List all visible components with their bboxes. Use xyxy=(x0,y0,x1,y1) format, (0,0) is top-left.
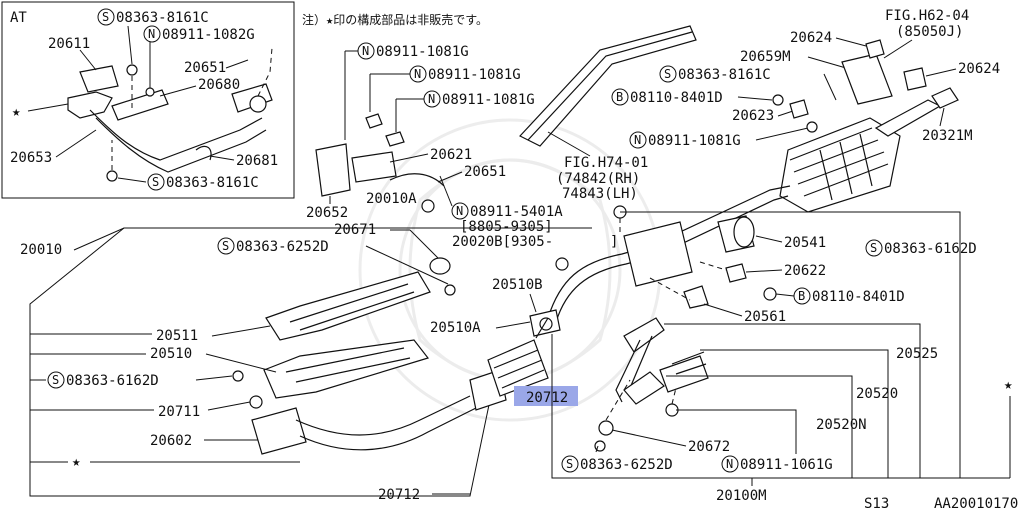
s-symbol: S xyxy=(664,67,671,81)
n-symbol: N xyxy=(456,204,463,218)
label-20659m: 20659M xyxy=(740,49,791,65)
fig-ref-h74-rh: (74842(RH) xyxy=(556,171,640,187)
non-sale-note: 注）★印の構成部品は非販売です。 xyxy=(302,12,488,27)
n-symbol: N xyxy=(148,27,155,41)
underfloor-cover: FIG.H74-01 (74842(RH) 74843(LH) xyxy=(519,25,697,202)
label-20602: 20602 xyxy=(150,433,192,449)
label-n1082g: 08911-1082G xyxy=(162,27,255,43)
label-20651-inset: 20651 xyxy=(184,60,226,76)
main-muffler: 20321M xyxy=(779,87,973,213)
b-symbol: B xyxy=(616,90,623,104)
label-b8401d-a: 08110-8401D xyxy=(630,90,723,106)
n-symbol: N xyxy=(414,67,421,81)
label-20672: 20672 xyxy=(688,439,730,455)
label-20622: 20622 xyxy=(784,263,826,279)
label-n1081g-d: 08911-1081G xyxy=(648,133,741,149)
label-20321m: 20321M xyxy=(922,128,973,144)
s-symbol: S xyxy=(566,457,573,471)
front-pipe-catalyst xyxy=(251,309,561,455)
label-20712-highlighted: 20712 xyxy=(526,390,568,406)
star-mark-left: ★ xyxy=(72,454,81,470)
label-20621: 20621 xyxy=(430,147,472,163)
label-20510a: 20510A xyxy=(430,320,481,336)
label-n1061g: 08911-1061G xyxy=(740,457,833,473)
label-20624-a: 20624 xyxy=(790,30,832,46)
label-20511: 20511 xyxy=(156,328,198,344)
s-symbol: S xyxy=(102,10,109,24)
n-symbol: N xyxy=(428,92,435,106)
label-20020b: 20020B[9305- xyxy=(452,234,553,250)
n-symbol: N xyxy=(634,133,641,147)
b-symbol: B xyxy=(798,289,805,303)
label-20510b: 20510B xyxy=(492,277,543,293)
mount-cluster: N 08911-1081G N 08911-1081G N 08911-1081… xyxy=(306,42,618,250)
s-symbol: S xyxy=(52,373,59,387)
label-20541: 20541 xyxy=(784,235,826,251)
diagram-code: AA20010170 xyxy=(934,496,1018,510)
label-20520n: 20520N xyxy=(816,417,867,433)
label-20681: 20681 xyxy=(236,153,278,169)
fig-ref-h62: FIG.H62-04 xyxy=(885,8,969,24)
label-20561: 20561 xyxy=(744,309,786,325)
label-s8161c-inset-top: 08363-8161C xyxy=(116,10,209,26)
s-symbol: S xyxy=(870,241,877,255)
star-mark-inset: ★ xyxy=(12,104,21,120)
label-20651-main: 20651 xyxy=(464,164,506,180)
label-20680: 20680 xyxy=(198,77,240,93)
label-s8161c-rear: 08363-8161C xyxy=(678,67,771,83)
heat-shields xyxy=(263,271,431,399)
s-symbol: S xyxy=(222,239,229,253)
label-n1081g-c: 08911-1081G xyxy=(442,92,535,108)
label-20100m: 20100M xyxy=(716,488,767,504)
label-20712-bottom: 20712 xyxy=(378,487,420,503)
fig-ref-h62-sub: (85050J) xyxy=(896,24,963,40)
label-n1081g-a: 08911-1081G xyxy=(376,44,469,60)
label-20624-b: 20624 xyxy=(958,61,1000,77)
label-s6252d-a: 08363-6252D xyxy=(236,239,329,255)
label-20671: 20671 xyxy=(334,222,376,238)
label-20623: 20623 xyxy=(732,108,774,124)
label-20010a: 20010A xyxy=(366,191,417,207)
tail-pipes xyxy=(594,317,709,452)
label-s6162d-front: 08363-6162D xyxy=(66,373,159,389)
highlight-box-20712 xyxy=(514,386,578,406)
n-symbol: N xyxy=(726,457,733,471)
label-20611: 20611 xyxy=(48,36,90,52)
label-20010: 20010 xyxy=(20,242,62,258)
at-label: AT xyxy=(10,10,27,26)
label-20520: 20520 xyxy=(856,386,898,402)
center-pipe xyxy=(547,185,791,323)
label-20652: 20652 xyxy=(306,205,348,221)
label-20711: 20711 xyxy=(158,404,200,420)
fig-ref-h74-lh: 74843(LH) xyxy=(562,186,638,202)
rear-hangers: 20624 20659M S 08363-8161C 20624 B 08110… xyxy=(611,30,1000,149)
s-symbol: S xyxy=(152,175,159,189)
label-s8161c-inset-bottom: 08363-8161C xyxy=(166,175,259,191)
diagram-code-s13: S13 xyxy=(864,496,889,510)
n-symbol: N xyxy=(362,44,369,58)
label-20653: 20653 xyxy=(10,150,52,166)
at-inset: AT 20611 S 08363-8161C N 08911-1082G xyxy=(1,1,295,199)
label-20525: 20525 xyxy=(896,346,938,362)
label-s6162d-rear: 08363-6162D xyxy=(884,241,977,257)
label-range-8805-9305: [8805-9305] xyxy=(460,219,553,235)
label-s6252d-b: 08363-6252D xyxy=(580,457,673,473)
label-n5401a: 08911-5401A xyxy=(470,204,563,220)
label-n1081g-b: 08911-1081G xyxy=(428,67,521,83)
inset-front-pipe xyxy=(67,47,273,182)
label-b8401d-b: 08110-8401D xyxy=(812,289,905,305)
star-mark-right: ★ xyxy=(1004,377,1013,393)
fig-ref-h74: FIG.H74-01 xyxy=(564,155,648,171)
label-20510: 20510 xyxy=(150,346,192,362)
label-range-end: ] xyxy=(610,234,618,250)
